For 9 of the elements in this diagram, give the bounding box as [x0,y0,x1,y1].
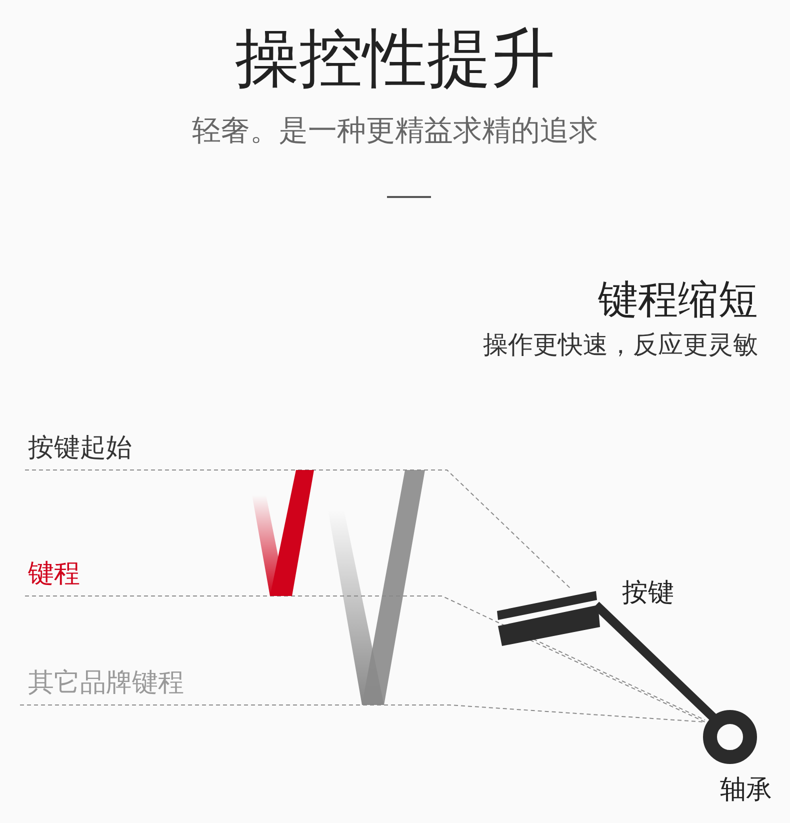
subtitle: 轻奢。是一种更精益求精的追求 [191,115,599,147]
section-heading: 键程缩短 [598,278,758,322]
section-subheading: 操作更快速，反应更灵敏 [483,331,758,358]
title: 操控性提升 [234,24,556,94]
level-label: 按键起始 [28,434,132,463]
level-label: 键程 [28,560,80,589]
part-label: 按键 [622,579,674,608]
part-label: 轴承 [720,776,772,805]
level-label: 其它品牌键程 [28,669,184,698]
